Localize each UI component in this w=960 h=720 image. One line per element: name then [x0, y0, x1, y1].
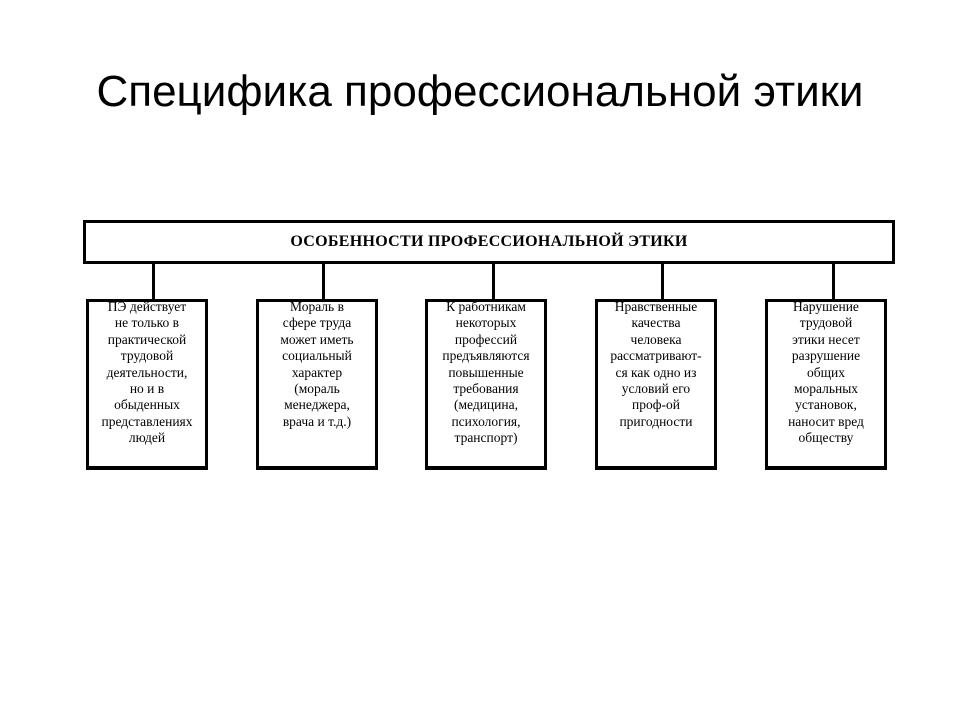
- connector-4: [661, 261, 664, 299]
- connector-5: [832, 261, 835, 299]
- root-box: ОСОБЕННОСТИ ПРОФЕССИОНАЛЬНОЙ ЭТИКИ: [83, 220, 895, 264]
- child-text-4: Нравственные качества человека рассматри…: [610, 299, 702, 429]
- child-box-5: Нарушение трудовой этики несет разрушени…: [765, 299, 887, 470]
- root-label: ОСОБЕННОСТИ ПРОФЕССИОНАЛЬНОЙ ЭТИКИ: [290, 233, 688, 250]
- child-box-3: К работникам некоторых профессий предъяв…: [425, 299, 547, 470]
- child-text-5: Нарушение трудовой этики несет разрушени…: [788, 299, 864, 446]
- child-text-3: К работникам некоторых профессий предъяв…: [442, 299, 530, 446]
- child-text-2: Мораль в сфере труда может иметь социаль…: [280, 299, 354, 429]
- connector-3: [492, 261, 495, 299]
- connector-1: [152, 261, 155, 299]
- connector-2: [322, 261, 325, 299]
- child-box-1: ПЭ действует не только в практической тр…: [86, 299, 208, 470]
- child-text-1: ПЭ действует не только в практической тр…: [101, 299, 193, 446]
- child-box-2: Мораль в сфере труда может иметь социаль…: [256, 299, 378, 470]
- child-box-4: Нравственные качества человека рассматри…: [595, 299, 717, 470]
- slide-title: Специфика профессиональной этики: [96, 67, 864, 116]
